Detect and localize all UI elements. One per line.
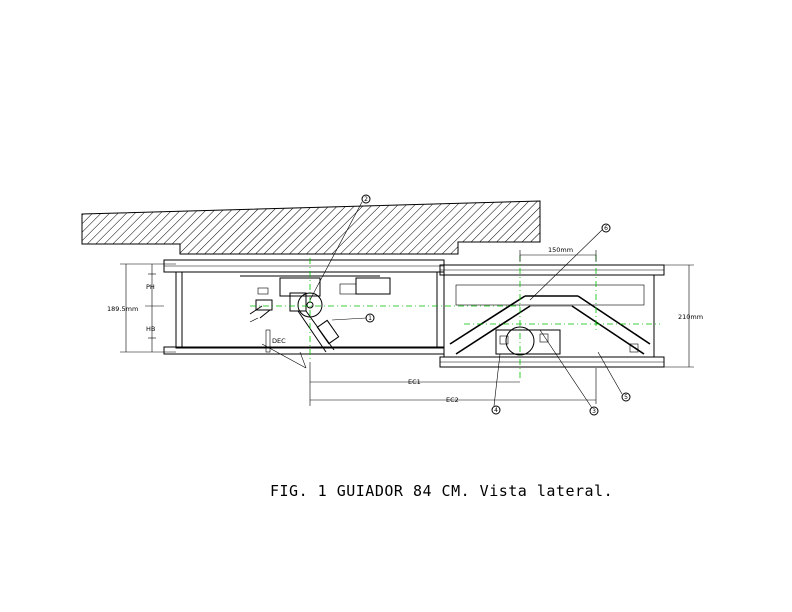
ec-dimensions: EC1 EC2 <box>309 362 597 406</box>
left-dimensions: PH HB 189.5mm <box>107 263 176 353</box>
dec-dimension: DEC <box>249 317 307 369</box>
dec-label: DEC <box>272 337 286 345</box>
right-height-label: 210mm <box>678 313 703 321</box>
figure-caption: FIG. 1 GUIADOR 84 CM. Vista lateral. <box>270 482 613 500</box>
callout-1: 1 <box>368 315 372 322</box>
right-dimension: 210mm <box>664 264 703 368</box>
callout-6: 6 <box>604 225 608 232</box>
left-guide-body <box>163 259 445 355</box>
ceiling-structure <box>81 200 541 255</box>
left-height-label: 189.5mm <box>107 305 138 313</box>
top-width-label: 150mm <box>548 246 573 254</box>
top-dimension: 150mm <box>519 246 597 262</box>
ec1-label: EC1 <box>408 378 421 386</box>
ph-label: PH <box>146 283 155 291</box>
callouts: 1 2 3 4 5 6 <box>309 194 631 416</box>
right-frame <box>439 264 665 368</box>
callout-4: 4 <box>494 407 498 414</box>
ec2-label: EC2 <box>446 396 459 404</box>
hb-label: HB <box>146 325 155 333</box>
callout-2: 2 <box>364 196 368 203</box>
callout-3: 3 <box>592 408 596 415</box>
centerlines <box>250 255 660 378</box>
callout-5: 5 <box>624 394 628 401</box>
